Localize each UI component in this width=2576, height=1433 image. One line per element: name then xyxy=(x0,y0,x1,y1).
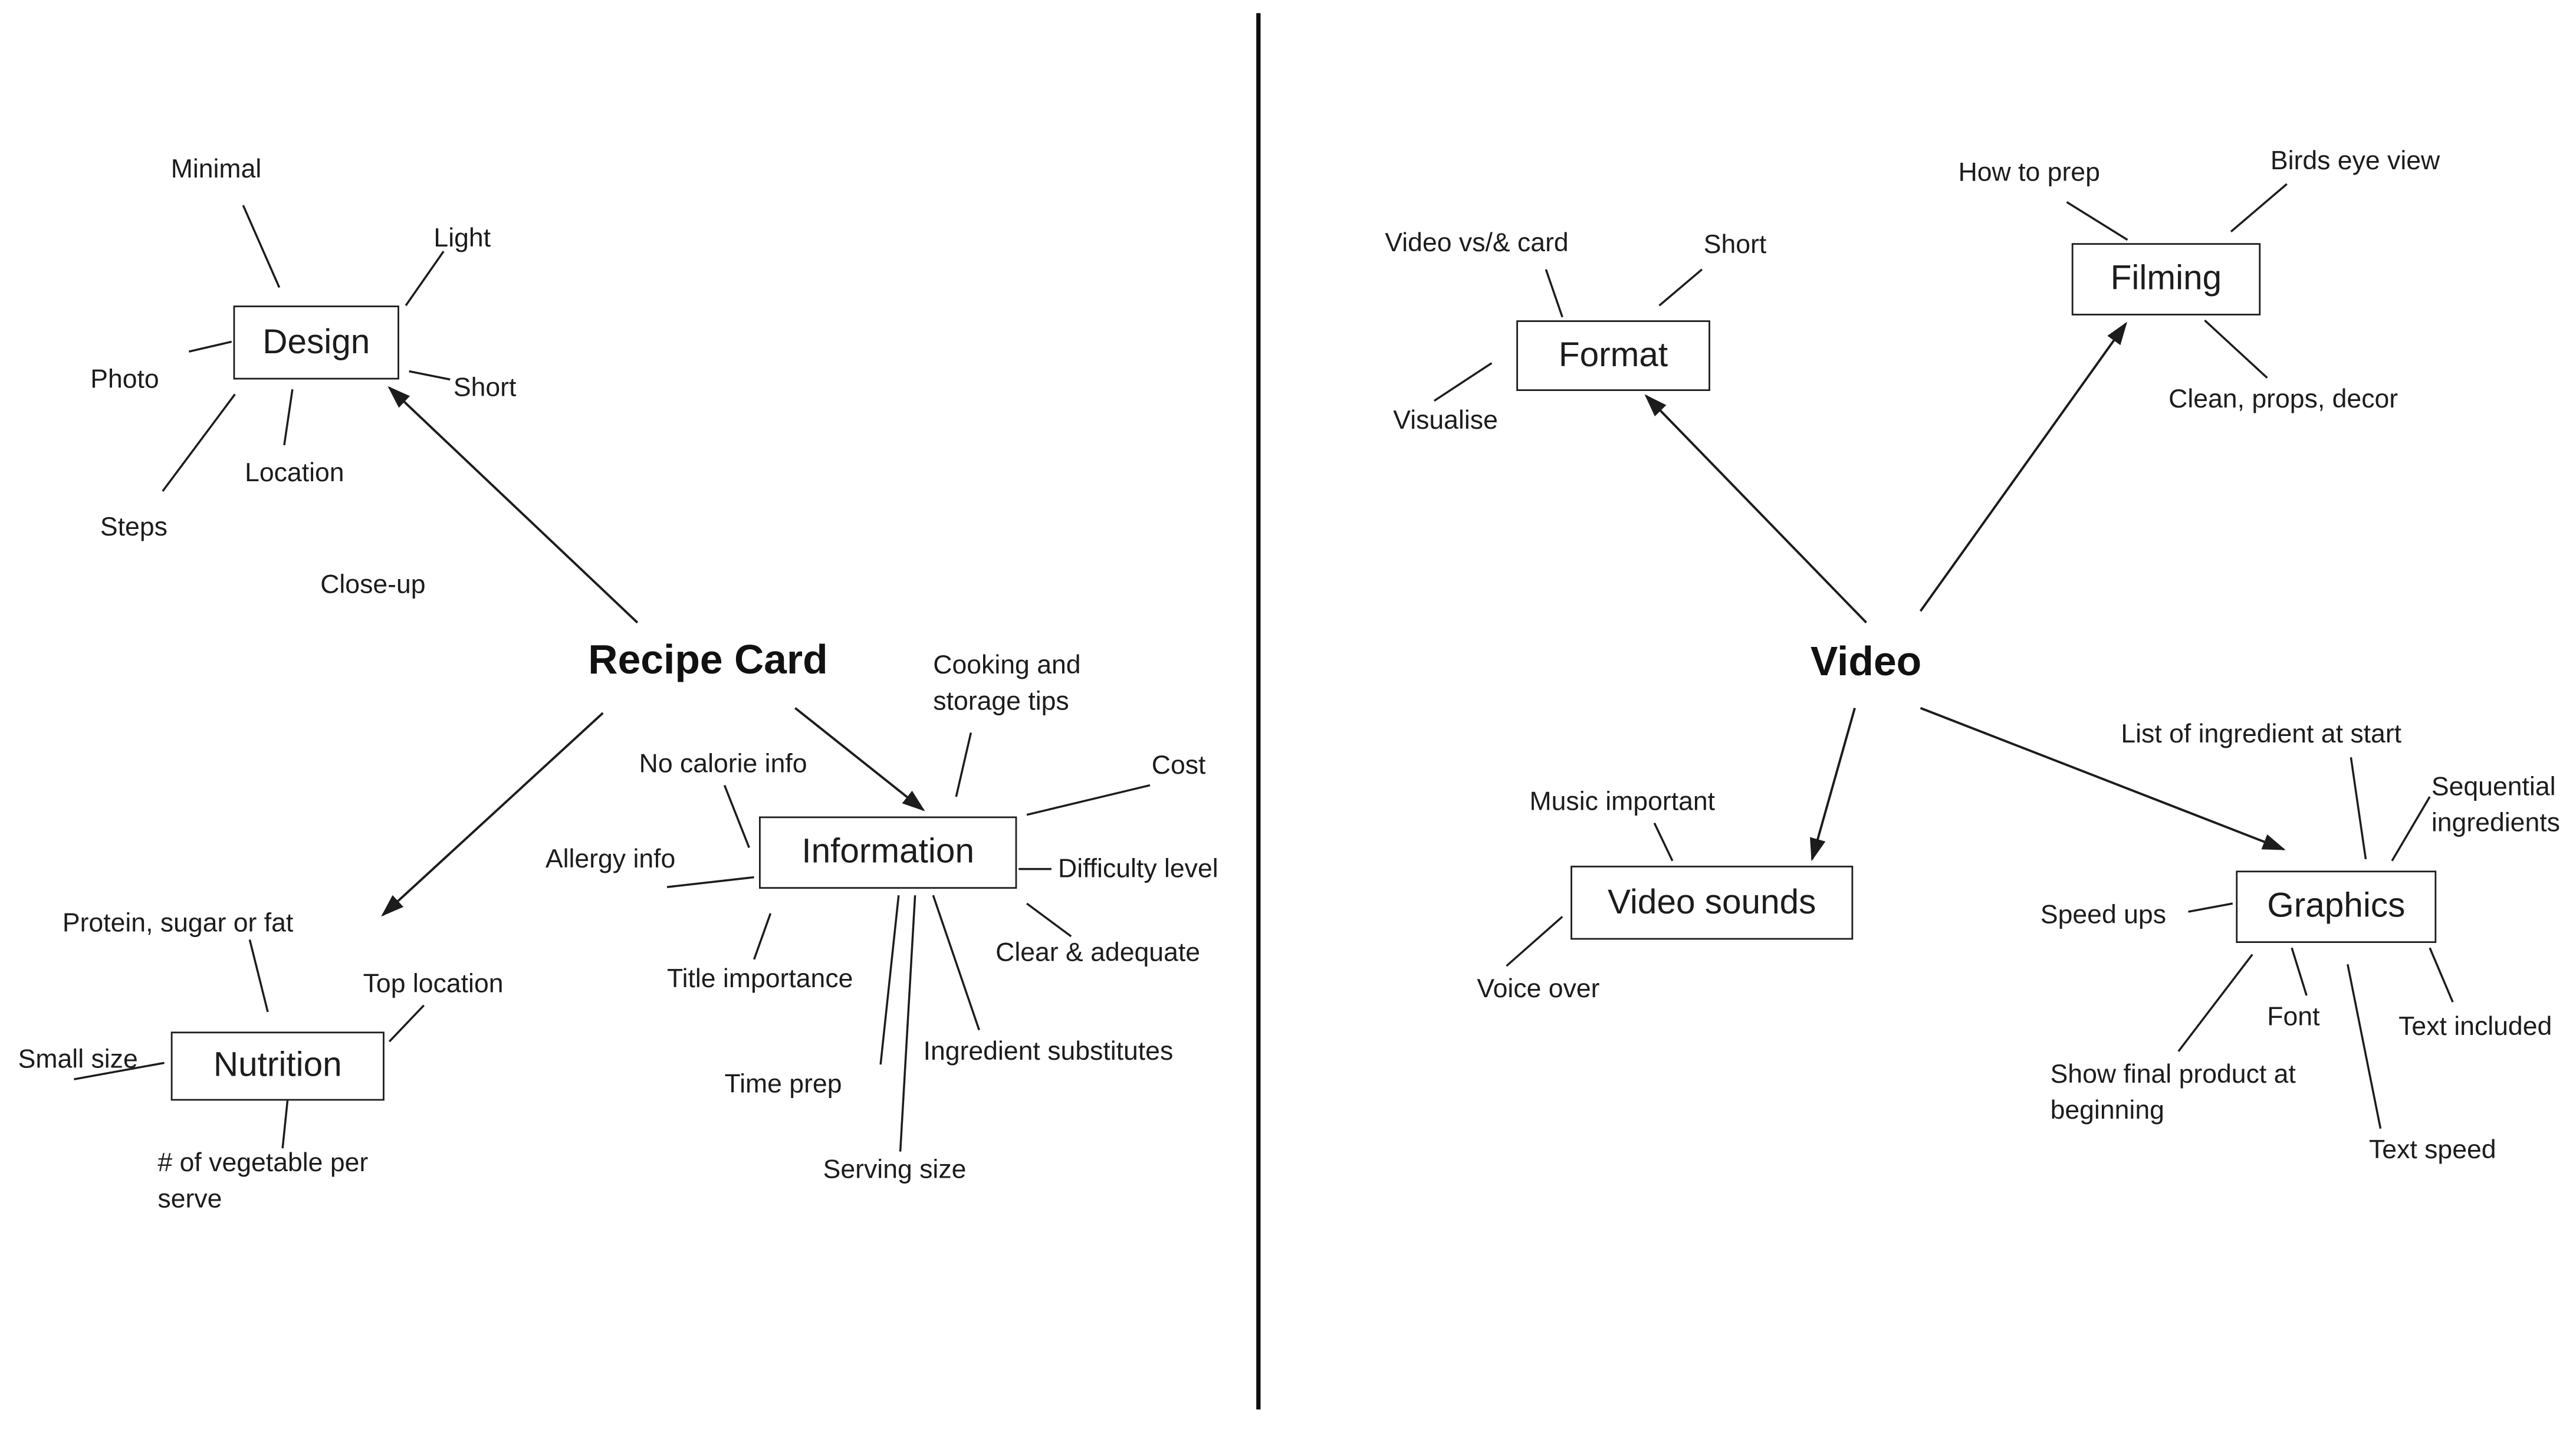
label-font: Font xyxy=(2267,1004,2320,1032)
label-time-prep: Time prep xyxy=(724,1071,842,1099)
label-allergy-info: Allergy info xyxy=(545,846,676,874)
left-arrows xyxy=(381,386,925,917)
node-filming: Filming xyxy=(2071,243,2261,315)
right-connectors xyxy=(1433,183,2454,1129)
label-how-to-prep: How to prep xyxy=(1958,159,2100,188)
label-clear-adequate: Clear & adequate xyxy=(995,939,1201,968)
label-short-right: Short xyxy=(1703,231,1767,260)
label-protein-sugar-fat: Protein, sugar or fat xyxy=(62,910,294,938)
root-recipe-card: Recipe Card xyxy=(588,637,828,683)
label-veg-per-serve: # of vegetable per serve xyxy=(157,1149,369,1214)
label-speed-ups: Speed ups xyxy=(2040,902,2167,930)
label-minimal: Minimal xyxy=(170,156,262,184)
label-show-final-product: Show final product at beginning xyxy=(2050,1061,2296,1125)
node-filming-label: Filming xyxy=(2110,259,2222,298)
label-top-location: Top location xyxy=(363,971,504,999)
label-text-included: Text included xyxy=(2398,1013,2552,1042)
node-graphics: Graphics xyxy=(2236,870,2437,943)
label-cooking-storage-tips: Cooking and storage tips xyxy=(933,652,1081,716)
label-serving-size: Serving size xyxy=(823,1156,967,1185)
node-nutrition: Nutrition xyxy=(170,1031,385,1101)
label-steps: Steps xyxy=(100,514,167,543)
left-connectors xyxy=(74,205,1151,1152)
node-format-label: Format xyxy=(1558,336,1668,374)
node-information: Information xyxy=(758,816,1017,889)
label-ingredient-substitutes: Ingredient substitutes xyxy=(923,1038,1174,1066)
right-arrows xyxy=(1644,321,2286,862)
label-music-important: Music important xyxy=(1529,788,1716,817)
label-sequential-ingredients: Sequential ingredients xyxy=(2431,774,2560,837)
root-video: Video xyxy=(1810,639,1922,685)
node-video-sounds-label: Video sounds xyxy=(1607,883,1816,921)
node-information-label: Information xyxy=(801,833,975,871)
node-nutrition-label: Nutrition xyxy=(213,1046,342,1084)
label-clean-props-decor: Clean, props, decor xyxy=(2168,386,2398,414)
label-small-size: Small size xyxy=(18,1046,138,1074)
label-text-speed: Text speed xyxy=(2368,1136,2496,1165)
label-light: Light xyxy=(433,225,491,253)
label-list-ingredient-start: List of ingredient at start xyxy=(2121,721,2402,750)
node-design-label: Design xyxy=(262,323,370,361)
label-voice-over: Voice over xyxy=(1477,975,1600,1004)
label-location: Location xyxy=(245,459,344,488)
label-no-calorie-info: No calorie info xyxy=(639,751,807,779)
label-title-importance: Title importance xyxy=(666,965,853,994)
label-visualise: Visualise xyxy=(1393,407,1498,436)
label-short-left: Short xyxy=(453,374,517,403)
label-cost: Cost xyxy=(1151,752,1206,781)
label-close-up: Close-up xyxy=(320,571,426,600)
node-format: Format xyxy=(1516,320,1710,391)
node-graphics-label: Graphics xyxy=(2267,887,2406,925)
label-birds-eye-view: Birds eye view xyxy=(2270,147,2440,176)
node-design: Design xyxy=(233,305,399,380)
label-photo: Photo xyxy=(90,366,159,395)
node-video-sounds: Video sounds xyxy=(1570,866,1854,940)
label-video-vs-card: Video vs/& card xyxy=(1385,229,1569,258)
label-difficulty-level: Difficulty level xyxy=(1057,856,1218,884)
